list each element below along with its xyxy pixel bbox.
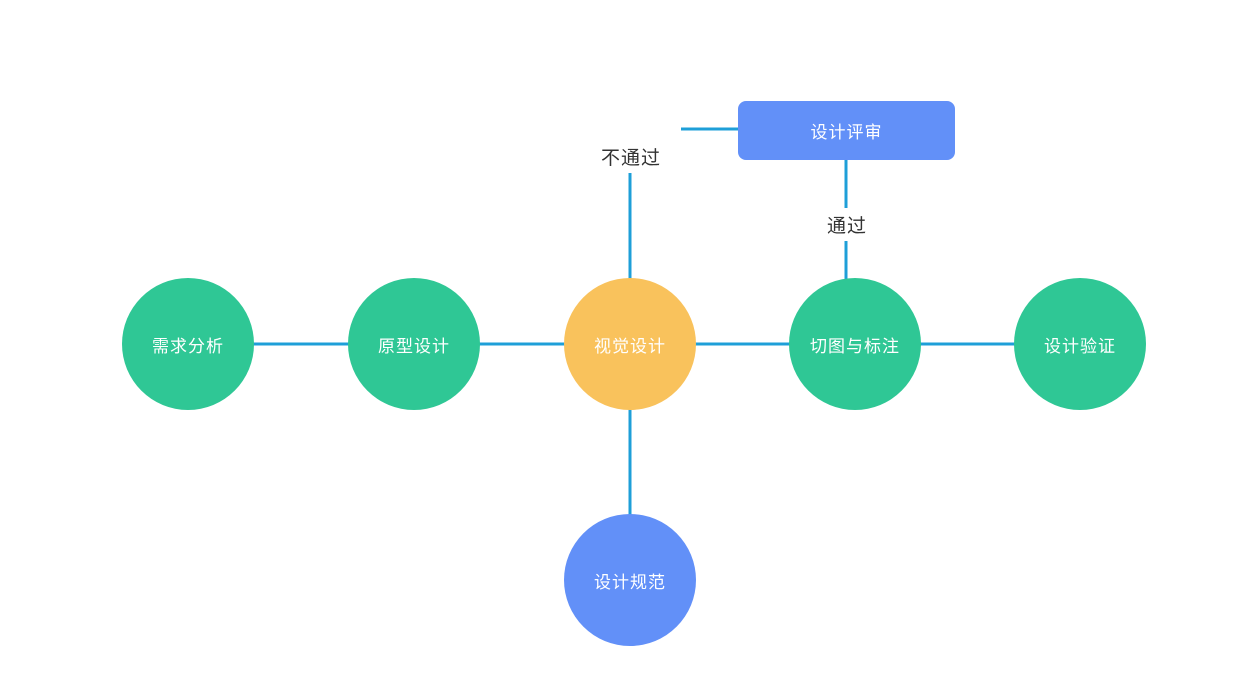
edge-label-pass: 通过 <box>819 208 875 241</box>
node-design-verification[interactable]: 设计验证 <box>1014 278 1146 410</box>
node-design-review[interactable]: 设计评审 <box>738 101 955 160</box>
node-visual-design[interactable]: 视觉设计 <box>564 278 696 410</box>
node-label: 设计规范 <box>594 572 666 592</box>
node-label: 视觉设计 <box>594 336 666 356</box>
node-label: 原型设计 <box>378 336 450 356</box>
node-label: 切图与标注 <box>810 336 900 356</box>
node-label: 设计验证 <box>1044 336 1116 356</box>
node-label: 设计评审 <box>810 123 883 142</box>
node-slicing-annotation[interactable]: 切图与标注 <box>789 278 921 410</box>
node-prototype-design[interactable]: 原型设计 <box>348 278 480 410</box>
node-label: 需求分析 <box>152 336 224 356</box>
node-design-spec[interactable]: 设计规范 <box>564 514 696 646</box>
edge-label-fail: 不通过 <box>593 140 669 173</box>
node-requirements-analysis[interactable]: 需求分析 <box>122 278 254 410</box>
